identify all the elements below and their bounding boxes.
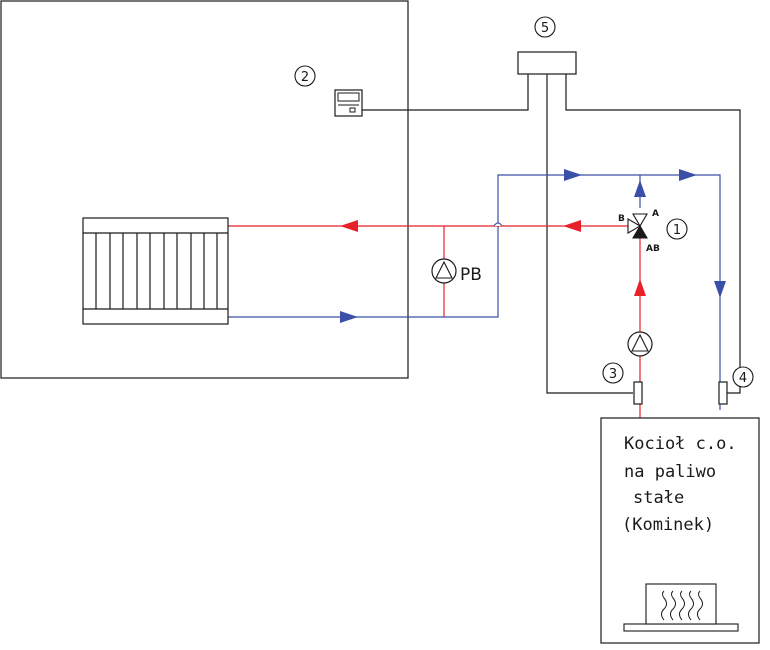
callout-1: 1 <box>666 218 688 240</box>
control-hub <box>517 51 577 75</box>
mixing-valve: B A AB <box>618 209 660 254</box>
fireplace-hearth <box>623 623 739 632</box>
svg-text:1: 1 <box>673 223 681 238</box>
svg-text:5: 5 <box>541 21 549 36</box>
sensor-supply <box>633 381 643 405</box>
flow-arrows <box>340 169 726 323</box>
svg-text:2: 2 <box>301 70 309 85</box>
arrow-return-up <box>634 180 646 197</box>
callout-2: 2 <box>294 65 316 87</box>
arrow-return-top-2 <box>679 169 697 181</box>
return-pipes <box>228 174 721 410</box>
arrow-supply-up <box>634 279 646 296</box>
boiler-label-1: Kocioł c.o. <box>624 434 737 454</box>
valve-port-ab: AB <box>646 244 660 254</box>
supply-pipes <box>228 225 641 420</box>
building-outline <box>0 0 409 379</box>
arrow-return-down <box>714 281 726 298</box>
boiler-pump <box>627 331 653 357</box>
radiator <box>82 217 229 325</box>
boiler: Kocioł c.o. na paliwo stałe (Kominek) <box>600 417 760 644</box>
pump-pb: PB <box>431 258 482 285</box>
arrow-supply-left-1 <box>340 220 358 232</box>
pipe-crossover <box>493 222 503 227</box>
sensor-return <box>718 381 728 405</box>
pump-pb-label: PB <box>460 265 482 285</box>
arrow-return-right <box>340 311 358 323</box>
control-wiring <box>362 74 741 394</box>
boiler-label-3: stałe <box>633 488 684 508</box>
flame-icon <box>661 590 703 621</box>
arrow-return-top-1 <box>564 169 582 181</box>
svg-text:4: 4 <box>739 371 747 386</box>
svg-text:3: 3 <box>609 367 617 382</box>
valve-port-b: B <box>618 214 625 224</box>
callout-4: 4 <box>732 366 754 388</box>
callout-3: 3 <box>602 362 624 384</box>
callout-5: 5 <box>534 16 556 38</box>
arrow-supply-left-2 <box>563 220 581 232</box>
fireplace-box <box>645 583 717 625</box>
valve-port-a: A <box>652 209 659 219</box>
room-controller <box>334 89 363 117</box>
boiler-label-2: na paliwo <box>624 462 716 482</box>
boiler-label-4: (Kominek) <box>622 515 714 535</box>
